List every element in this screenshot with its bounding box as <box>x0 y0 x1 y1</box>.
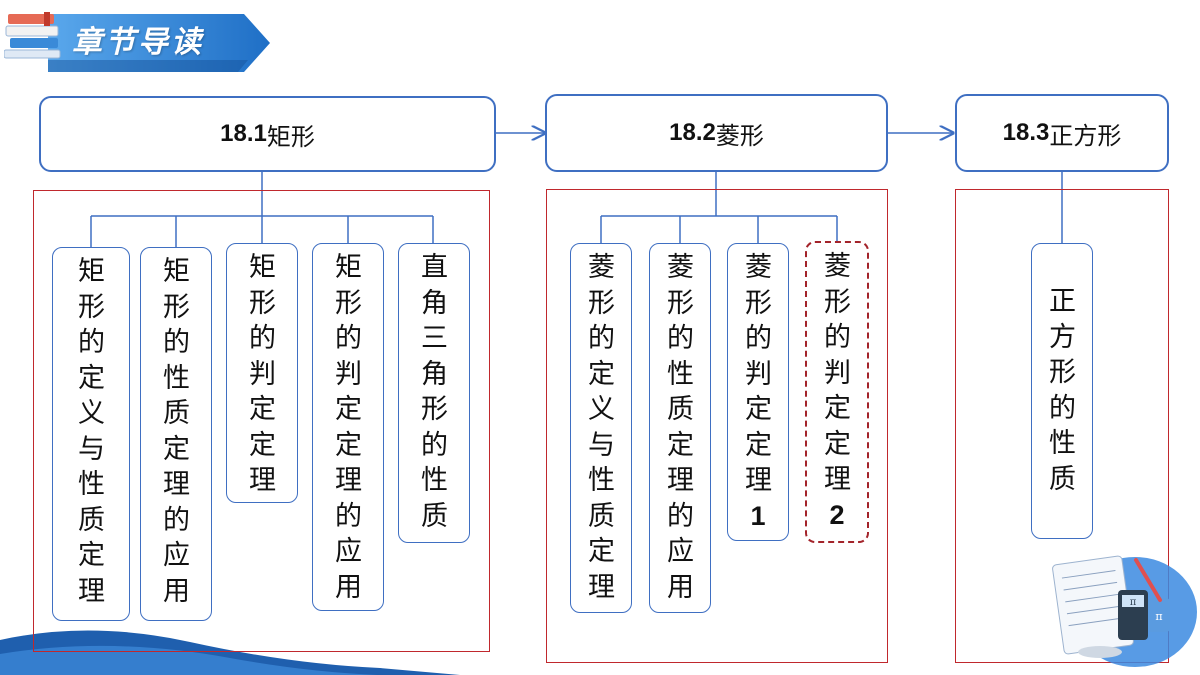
section-number: 18.3 <box>1002 119 1050 146</box>
header-banner <box>48 14 270 72</box>
topic-label: 菱形的判定定理1 <box>745 252 772 531</box>
book-stack-icon <box>4 12 61 59</box>
svg-text:π: π <box>1130 597 1137 608</box>
topic-label: 正方形的性质 <box>1049 286 1076 495</box>
topic-rect-criterion-application: 矩形的判定定理的应用 <box>312 243 384 611</box>
topic-label: 菱形的判定定理2 <box>824 251 851 530</box>
topic-rect-criterion: 矩形的判定定理 <box>226 243 298 503</box>
topic-label: 矩形的定义与性质定理 <box>78 256 105 607</box>
section-name: 矩形 <box>266 122 315 151</box>
group-square-topics <box>955 189 1169 663</box>
topic-rhombus-criterion-1: 菱形的判定定理1 <box>727 243 789 541</box>
topic-right-triangle-property: 直角三角形的性质 <box>398 243 470 543</box>
topic-label: 矩形的判定定理的应用 <box>335 252 362 603</box>
topic-square-property: 正方形的性质 <box>1031 243 1093 539</box>
group-rectangle-topics <box>33 190 490 652</box>
topic-rhombus-definition: 菱形的定义与性质定理 <box>570 243 632 613</box>
topic-label: 矩形的性质定理的应用 <box>163 256 190 607</box>
topic-rect-property-application: 矩形的性质定理的应用 <box>140 247 212 621</box>
topic-label: 菱形的性质定理的应用 <box>667 252 694 603</box>
topic-label: 菱形的定义与性质定理 <box>588 252 615 603</box>
section-number: 18.1 <box>220 120 267 147</box>
topic-label: 矩形的判定定理 <box>249 252 276 496</box>
svg-text:π: π <box>1155 610 1162 623</box>
section-number: 18.2 <box>669 119 716 146</box>
topic-label: 直角三角形的性质 <box>421 252 448 532</box>
group-rhombus-topics <box>546 189 888 663</box>
page-title: 章节导读 <box>72 25 204 60</box>
topic-rect-definition: 矩形的定义与性质定理 <box>52 247 130 621</box>
section-name: 正方形 <box>1049 121 1122 150</box>
math-notebook-illustration: π π <box>1052 555 1197 667</box>
topic-rhombus-criterion-2: 菱形的判定定理2 <box>805 241 869 543</box>
section-name: 菱形 <box>715 121 764 150</box>
bottom-wave-decoration <box>0 630 460 675</box>
topic-rhombus-property-application: 菱形的性质定理的应用 <box>649 243 711 613</box>
